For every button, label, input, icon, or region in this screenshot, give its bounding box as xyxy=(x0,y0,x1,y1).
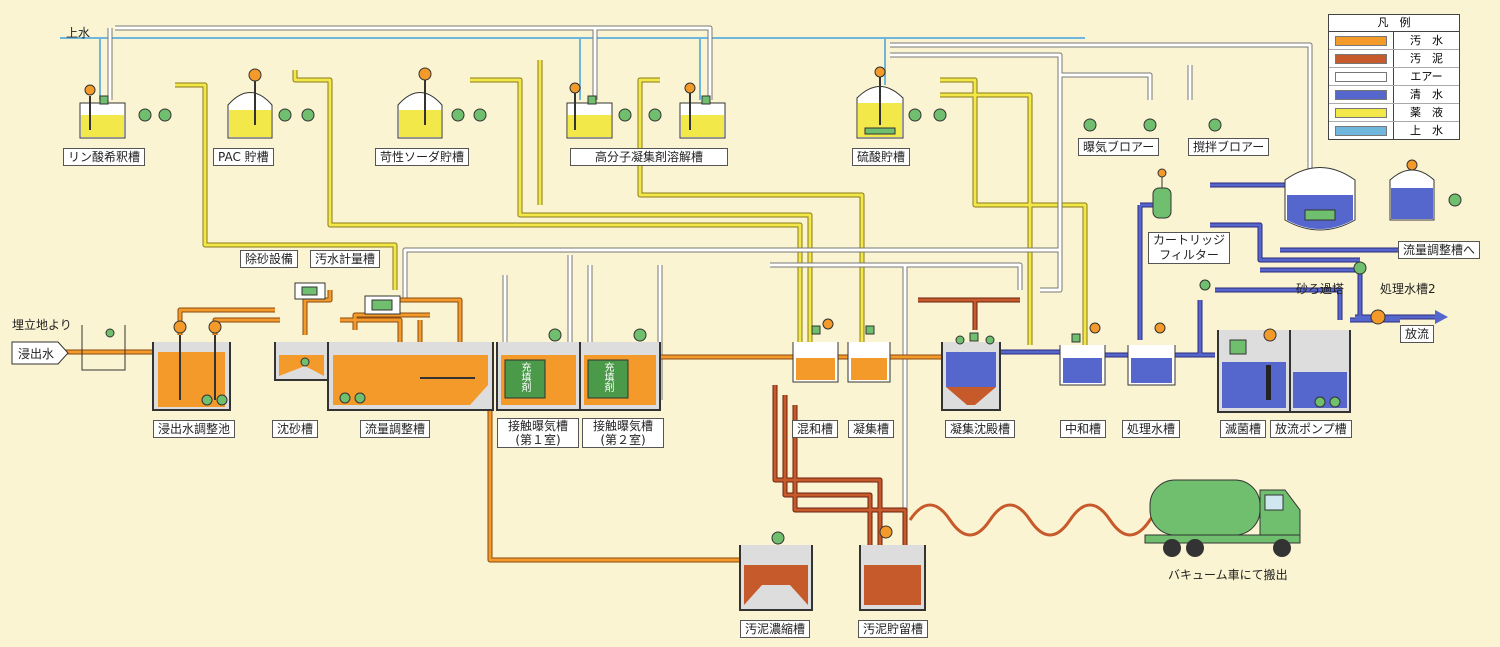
label-sedimentation: 凝集沈殿槽 xyxy=(945,420,1016,438)
label-neutralization: 中和槽 xyxy=(1060,420,1107,438)
inflow-arrow xyxy=(11,341,69,365)
neutralization-tank xyxy=(1059,322,1106,386)
label-soda-tank: 苛性ソーダ貯槽 xyxy=(375,148,470,166)
label-cartridge-filter: カートリッジ フィルター xyxy=(1148,232,1231,264)
label-aeration-blower: 曝気ブロアー xyxy=(1078,138,1160,156)
label-media-1: 充填剤 xyxy=(519,362,530,392)
label-to-flow-adjust: 流量調整槽へ xyxy=(1398,241,1481,259)
legend-item-tap: 上 水 xyxy=(1329,122,1459,139)
inflow-label: 浸出水 xyxy=(18,347,55,361)
tap-water-lines xyxy=(60,37,1085,100)
label-grit-chamber: 沈砂槽 xyxy=(272,420,319,438)
polymer-tank-2 xyxy=(679,82,726,139)
clean-water-lines xyxy=(1000,182,1435,358)
label-discharge: 放流 xyxy=(1400,325,1435,343)
label-sterilization: 滅菌槽 xyxy=(1220,420,1267,438)
sterilization-tank xyxy=(1217,328,1291,413)
polymer-tank-1 xyxy=(566,82,613,139)
treated-water-tank xyxy=(1127,322,1176,386)
legend-item-chemical: 薬 液 xyxy=(1329,104,1459,122)
legend-label: 汚 水 xyxy=(1393,32,1459,49)
discharge-pump-tank xyxy=(1289,309,1386,413)
pump-icons xyxy=(138,108,1462,291)
legend: 凡 例 汚 水 汚 泥 エアー 清 水 薬 液 上 水 xyxy=(1328,14,1460,140)
label-vacuum-truck: バキューム車にて搬出 xyxy=(1168,568,1288,582)
label-sludge-storage: 汚泥貯留槽 xyxy=(858,620,929,638)
legend-item-sludge: 汚 泥 xyxy=(1329,50,1459,68)
label-treated-2: 処理水槽2 xyxy=(1380,282,1436,296)
legend-label: 薬 液 xyxy=(1393,104,1459,121)
legend-title: 凡 例 xyxy=(1329,15,1459,32)
legend-item-sewage: 汚 水 xyxy=(1329,32,1459,50)
label-contact-aeration-1: 接触曝気槽 (第１室) xyxy=(497,418,579,448)
legend-label: エアー xyxy=(1393,68,1459,85)
label-flow-adjust: 流量調整槽 xyxy=(360,420,431,438)
sulfuric-acid-tank xyxy=(856,66,904,139)
phosphoric-acid-tank xyxy=(79,84,126,139)
contact-aeration-tank-2 xyxy=(579,328,661,411)
legend-label: 清 水 xyxy=(1393,86,1459,103)
legend-label: 上 水 xyxy=(1393,122,1459,139)
label-pac-tank: PAC 貯槽 xyxy=(213,148,274,166)
leachate-adjustment-pond xyxy=(152,320,231,411)
label-sewage-meter: 汚水計量槽 xyxy=(310,250,381,268)
label-polymer-tank: 高分子凝集剤溶解槽 xyxy=(570,148,728,166)
chemical-lines xyxy=(175,60,1088,345)
legend-swatch xyxy=(1335,125,1387,136)
cartridge-filter xyxy=(1152,168,1172,219)
flow-adjustment-tank xyxy=(294,282,494,411)
contact-aeration-tank-1 xyxy=(496,328,581,411)
label-sulfuric-tank: 硫酸貯槽 xyxy=(852,148,911,166)
treated-water-tank-2 xyxy=(1389,159,1435,221)
legend-swatch xyxy=(1335,35,1387,46)
label-treated: 処理水槽 xyxy=(1122,420,1181,438)
label-media-2: 充填剤 xyxy=(602,362,613,392)
legend-swatch xyxy=(1335,89,1387,100)
vacuum-truck-icon xyxy=(1144,479,1301,557)
discharge-arrow xyxy=(1435,310,1448,324)
pac-tank xyxy=(227,68,273,139)
sand-filter-tower xyxy=(1284,167,1356,231)
inflow-pit xyxy=(81,325,126,371)
mixing-tank xyxy=(792,318,839,383)
label-leachate-adjust: 浸出水調整池 xyxy=(153,420,236,438)
label-sludge-thickener: 汚泥濃縮槽 xyxy=(740,620,811,638)
label-discharge-pump: 放流ポンプ槽 xyxy=(1270,420,1352,438)
label-sand-filter: 砂ろ過塔 xyxy=(1296,282,1345,296)
sludge-storage xyxy=(859,525,926,611)
legend-swatch xyxy=(1335,71,1387,82)
sludge-thickener xyxy=(739,531,813,611)
label-contact-aeration-2: 接触曝気槽 (第２室) xyxy=(582,418,664,448)
legend-swatch xyxy=(1335,53,1387,64)
label-coagulation: 凝集槽 xyxy=(848,420,895,438)
coagulation-tank xyxy=(847,325,891,383)
label-phosphoric-tank: リン酸希釈槽 xyxy=(63,148,146,166)
grit-chamber xyxy=(274,342,329,381)
legend-item-air: エアー xyxy=(1329,68,1459,86)
sewage-lines xyxy=(58,290,945,563)
sedimentation-tank xyxy=(941,332,1001,411)
label-stirring-blower: 撹拌ブロアー xyxy=(1188,138,1270,156)
sludge-lines xyxy=(772,297,1020,545)
label-mixing: 混和槽 xyxy=(792,420,839,438)
inflow-source-label: 埋立地より xyxy=(12,318,72,332)
legend-swatch xyxy=(1335,107,1387,118)
soda-tank xyxy=(397,67,443,139)
legend-label: 汚 泥 xyxy=(1393,50,1459,67)
tap-water-label: 上水 xyxy=(66,26,91,40)
legend-item-clean: 清 水 xyxy=(1329,86,1459,104)
label-grit-equipment: 除砂設備 xyxy=(240,250,299,268)
